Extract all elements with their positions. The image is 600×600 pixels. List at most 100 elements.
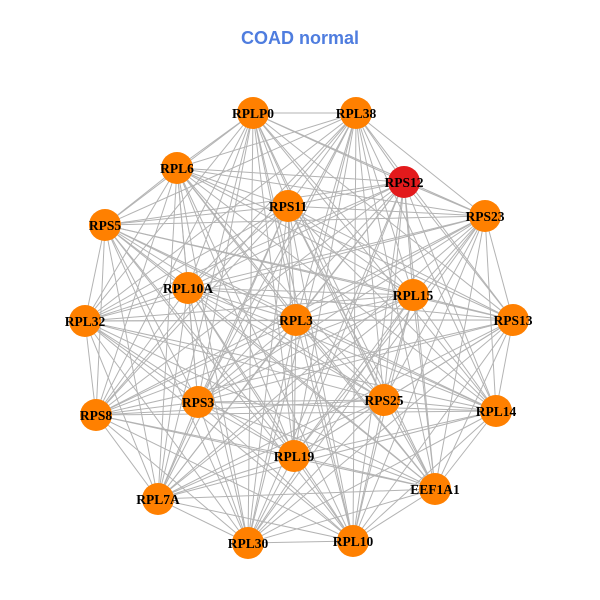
edge-RPS3-RPS25 [197,399,385,403]
edge-RPS11-RPS5 [104,205,289,226]
edge-RPL10A-RPS13 [187,287,514,321]
edge-RPS12-RPS11 [287,181,405,207]
edge-RPL3-RPL7A [157,319,297,500]
edge-RPL15-RPS3 [197,294,414,403]
edge-RPL38-RPS3 [197,112,357,403]
edge-RPS23-RPS25 [383,215,486,401]
edge-RPL14-RPL30 [247,410,497,544]
node-circle [69,305,101,337]
edge-RPL32-EEF1A1 [84,320,436,490]
edge-RPL10A-RPL10 [187,287,354,542]
edge-RPS13-RPL10 [352,319,514,542]
node-circle [469,200,501,232]
node-RPL3: RPL3 [279,304,313,336]
edge-RPL7A-RPL30 [157,498,249,544]
node-circle [237,97,269,129]
edge-RPS12-RPS5 [104,181,405,226]
edge-RPL10A-RPS8 [95,287,189,416]
node-EEF1A1: EEF1A1 [410,473,460,505]
edge-RPS25-RPL14 [383,399,497,412]
edge-RPS3-RPL14 [197,401,497,412]
edge-RPS5-RPS13 [104,224,514,321]
edge-RPS23-RPL3 [295,215,486,321]
node-label: RPL15 [393,288,434,303]
edge-RPS3-RPL30 [197,401,249,544]
edge-RPL38-RPS8 [95,112,357,416]
node-RPS3: RPS3 [182,386,215,418]
edge-RPL32-RPL30 [84,320,249,544]
node-RPL10: RPL10 [333,525,374,557]
edge-RPL7A-RPL10 [157,498,354,542]
node-label: RPS25 [364,393,403,408]
edge-RPS23-RPL19 [293,215,486,457]
edge-RPLP0-RPL14 [252,112,497,412]
edge-RPLP0-RPL19 [252,112,295,457]
edge-RPL6-RPS25 [176,167,385,401]
edge-RPL32-RPL7A [84,320,159,500]
edge-RPS25-RPL7A [157,399,385,500]
node-label: RPL10A [163,281,214,296]
edge-RPS8-RPL14 [95,410,497,416]
edge-RPL15-RPL10 [352,294,414,542]
edge-RPL15-RPL32 [84,294,414,322]
edge-RPLP0-RPL30 [247,112,254,544]
edge-RPS5-RPL10 [104,224,354,542]
node-circle [272,190,304,222]
edge-RPL15-RPL19 [293,294,414,457]
node-RPL6: RPL6 [160,152,194,184]
edge-RPS13-RPS8 [95,319,514,416]
node-label: RPS23 [465,209,504,224]
edge-RPL19-RPL10 [293,455,354,542]
edge-RPL15-RPL14 [412,294,497,412]
node-label: RPL7A [136,492,180,507]
node-RPS5: RPS5 [89,209,121,241]
edge-RPL3-RPS8 [95,319,297,416]
edge-RPS11-RPL15 [287,205,414,296]
edge-RPS3-RPL7A [157,401,199,500]
edge-RPS23-RPS13 [484,215,514,321]
edge-RPS23-RPL15 [412,215,486,296]
edge-RPS8-RPL7A [95,414,159,500]
node-label: RPL6 [160,161,194,176]
edge-RPS11-RPL30 [247,205,289,544]
edge-RPS13-RPS3 [197,319,514,403]
edge-RPS5-RPS3 [104,224,199,403]
edge-RPS11-RPS23 [287,205,486,217]
node-circle [388,166,420,198]
edge-RPL38-RPS23 [355,112,486,217]
edge-RPS12-RPL10A [187,181,405,289]
edge-RPLP0-RPL10A [187,112,254,289]
edge-RPS25-RPL19 [293,399,385,457]
edge-RPL32-RPL14 [84,320,497,412]
node-RPS8: RPS8 [80,399,112,431]
node-label: RPS13 [493,313,532,328]
edge-RPL15-RPS13 [412,294,514,321]
edge-RPLP0-RPS8 [95,112,254,416]
node-label: RPL30 [228,536,269,551]
edge-RPS3-EEF1A1 [197,401,436,490]
edge-EEF1A1-RPL30 [247,488,436,544]
node-label: RPL3 [279,313,313,328]
edge-RPL38-EEF1A1 [355,112,436,490]
edge-RPS13-RPL30 [247,319,514,544]
edge-RPL6-RPS11 [176,167,289,207]
node-label: RPL32 [65,314,106,329]
edge-RPS25-RPL10 [352,399,385,542]
edge-RPL32-RPS25 [84,320,385,401]
node-RPS11: RPS11 [269,190,307,222]
node-circle [182,386,214,418]
node-circle [280,304,312,336]
node-RPLP0: RPLP0 [232,97,274,129]
node-label: RPS3 [182,395,215,410]
node-circle [419,473,451,505]
node-RPS13: RPS13 [493,304,533,336]
edge-RPS23-RPL32 [84,215,486,322]
edge-RPL10A-RPL30 [187,287,249,544]
node-RPL15: RPL15 [393,279,434,311]
node-circle [89,209,121,241]
node-circle [142,483,174,515]
edge-RPL38-RPS13 [355,112,514,321]
node-RPL30: RPL30 [228,527,269,559]
edge-RPL30-RPL10 [247,540,354,544]
edge-RPL38-RPL14 [355,112,497,412]
